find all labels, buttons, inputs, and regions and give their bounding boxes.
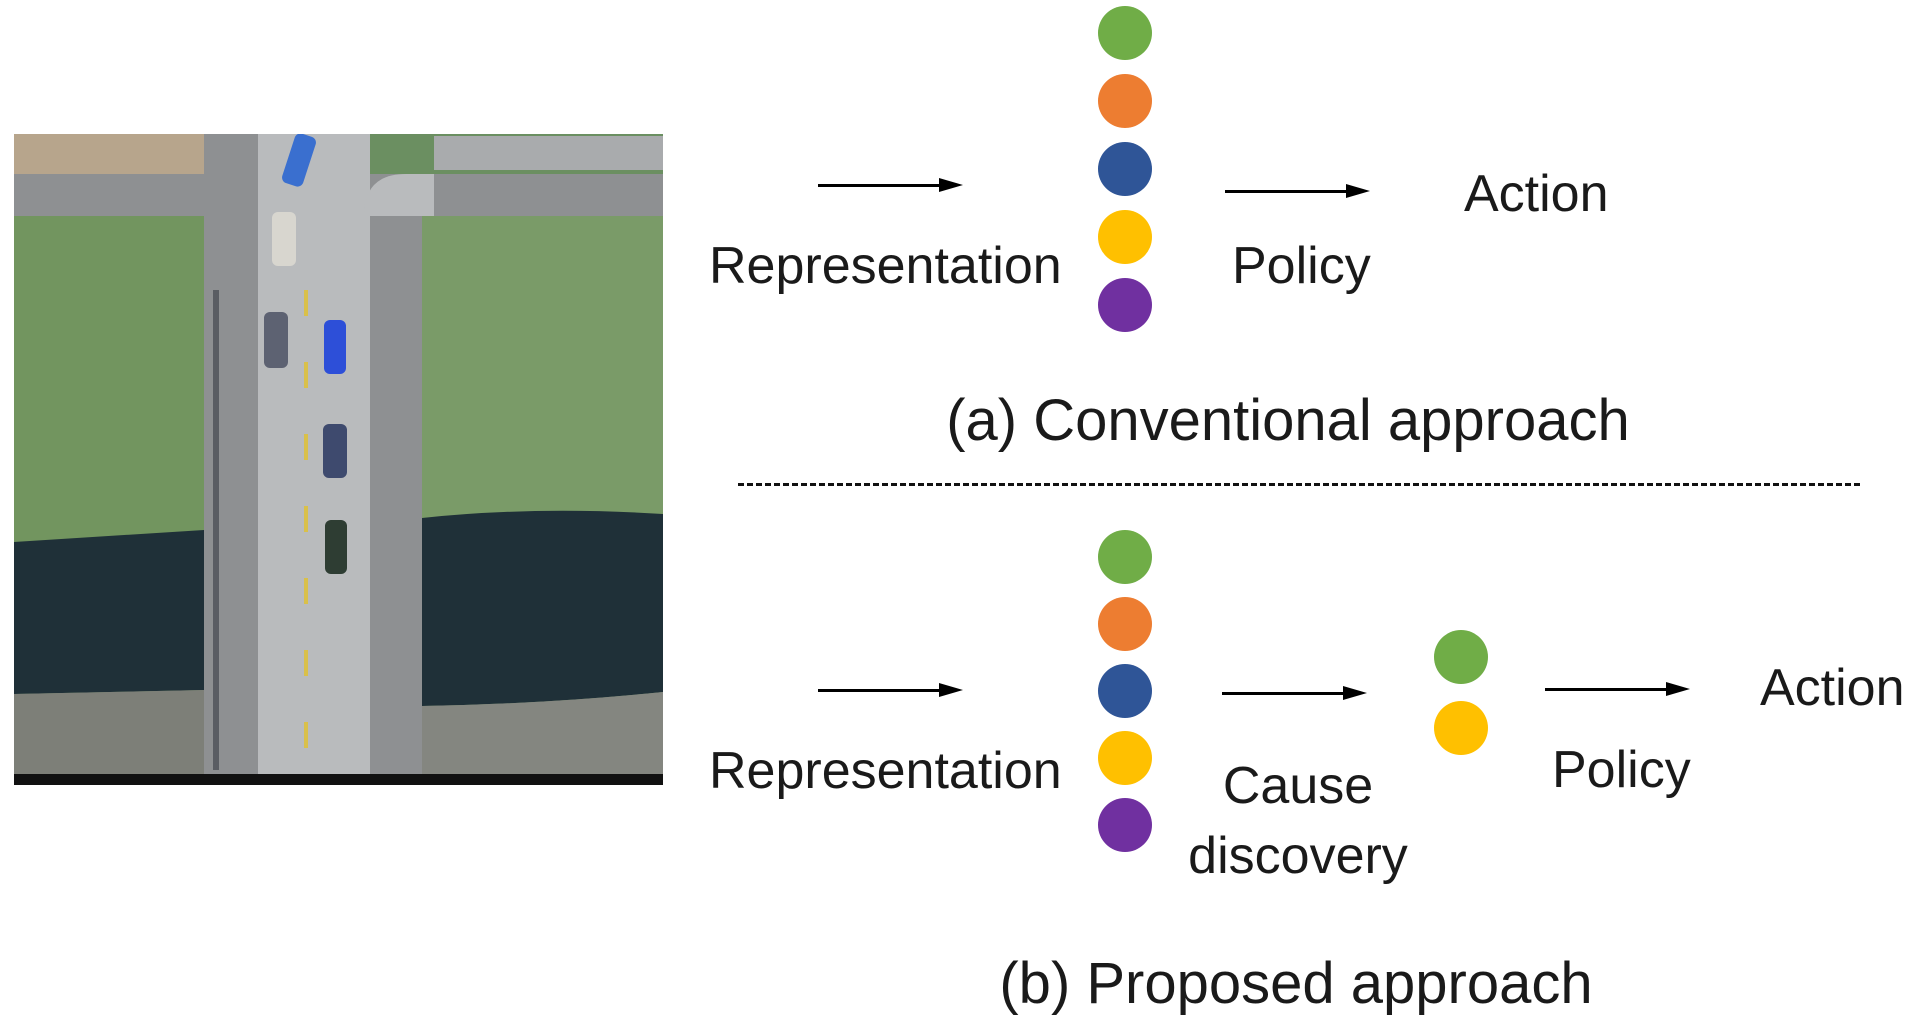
- car-grey: [264, 312, 288, 368]
- caption-a: (a) Conventional approach: [946, 388, 1630, 453]
- car-blue-top: [282, 134, 316, 187]
- road-corner: [364, 174, 434, 216]
- caption-b: (b) Proposed approach: [999, 951, 1593, 1016]
- car-blue: [324, 320, 346, 374]
- label-b-action: Action: [1760, 659, 1905, 717]
- feature-dot-b-orange: [1098, 597, 1152, 651]
- car-white: [272, 212, 296, 266]
- rock-bank-right: [422, 692, 663, 774]
- grass-left: [14, 216, 204, 542]
- feature-dot-b-green: [1098, 530, 1152, 584]
- label-b-policy: Policy: [1552, 741, 1691, 799]
- label-b-representation: Representation: [709, 742, 1062, 800]
- arrow-a-representation: [818, 178, 963, 192]
- feature-dot-a-yellow: [1098, 210, 1152, 264]
- label-a-action: Action: [1464, 165, 1609, 223]
- arrow-a-policy: [1225, 184, 1370, 198]
- rock-bank-left: [14, 690, 204, 774]
- water-right: [422, 510, 663, 706]
- sidewalk-right: [364, 174, 422, 774]
- section-divider: [738, 483, 1860, 486]
- feature-dot-b-purple: [1098, 798, 1152, 852]
- feature-dot-b-blue: [1098, 664, 1152, 718]
- feature-dot-a-blue: [1098, 142, 1152, 196]
- feature-dot-a-purple: [1098, 278, 1152, 332]
- arrow-b-policy: [1545, 682, 1690, 696]
- grass-right: [422, 216, 663, 518]
- label-b-discovery: discovery: [1188, 827, 1408, 885]
- label-b-cause: Cause: [1222, 757, 1374, 815]
- car-dark-green: [325, 520, 347, 574]
- arrow-b-representation: [818, 683, 963, 697]
- sand-strip: [14, 134, 214, 174]
- arrow-b-cause-discovery: [1222, 686, 1367, 700]
- label-a-policy: Policy: [1232, 237, 1371, 295]
- water-left: [14, 530, 204, 694]
- feature-dot-a-orange: [1098, 74, 1152, 128]
- feature-dot-b-yellow: [1098, 731, 1152, 785]
- aerial-driving-scene: [14, 134, 663, 785]
- guard-rail: [213, 290, 219, 770]
- feature-dot-a-green: [1098, 6, 1152, 60]
- selected-dot-b-green: [1434, 630, 1488, 684]
- label-a-representation: Representation: [709, 237, 1062, 295]
- scene-bottom-shadow: [14, 774, 663, 785]
- cross-curb: [434, 136, 663, 170]
- selected-dot-b-yellow: [1434, 701, 1488, 755]
- car-navy: [323, 424, 347, 478]
- lane-markings: [304, 290, 308, 748]
